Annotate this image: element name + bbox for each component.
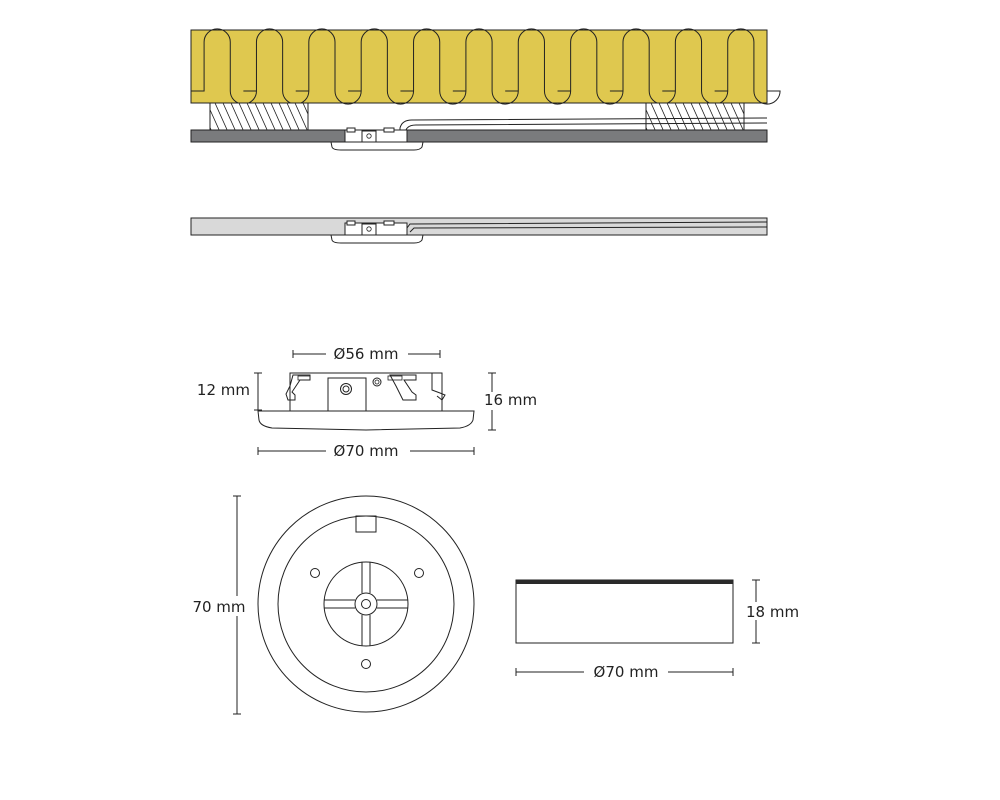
hatch-line bbox=[210, 108, 220, 130]
hatch-line bbox=[738, 103, 744, 116]
hatch-line bbox=[302, 103, 308, 116]
hatch-line bbox=[646, 126, 648, 130]
ceiling-panel bbox=[190, 217, 768, 236]
hatch-line bbox=[319, 103, 331, 130]
hatch-line bbox=[327, 103, 339, 130]
hatch-line bbox=[706, 103, 720, 130]
mounting-screw bbox=[340, 383, 352, 395]
hatch-line bbox=[294, 103, 308, 130]
hatch-line bbox=[270, 103, 284, 130]
hatch-line bbox=[730, 103, 744, 130]
hatch-line bbox=[714, 103, 728, 130]
hatch-line bbox=[191, 103, 203, 130]
installed-view-panel bbox=[190, 217, 768, 244]
side-elevation: Ø56 mm 12 mm 16 mm Ø70 mm bbox=[197, 345, 537, 460]
outer-ring bbox=[257, 495, 475, 713]
hatch-line bbox=[682, 103, 696, 130]
hatch-line bbox=[278, 103, 292, 130]
top-tab bbox=[355, 515, 377, 533]
flange-profile bbox=[257, 410, 475, 431]
hatch-line bbox=[214, 103, 228, 130]
hatch-line bbox=[246, 103, 260, 130]
downlight-flange-panel bbox=[330, 234, 424, 244]
hatch-line bbox=[222, 103, 236, 130]
side-diameter-label: Ø70 mm bbox=[594, 663, 659, 681]
joist-right bbox=[619, 103, 775, 130]
hatch-line bbox=[254, 103, 268, 130]
hatch-line bbox=[238, 103, 252, 130]
bracket-diameter-label: Ø56 mm bbox=[334, 345, 399, 363]
hatch-line bbox=[210, 126, 212, 130]
fixing-hole-right bbox=[414, 568, 424, 578]
hatch-line bbox=[690, 103, 704, 130]
bracket-height-label: 12 mm bbox=[197, 381, 250, 399]
insulation-layer bbox=[190, 29, 768, 104]
downlight-bracket bbox=[344, 127, 408, 143]
front-diameter-label: 70 mm bbox=[192, 598, 245, 616]
cable bbox=[399, 117, 768, 140]
inner-ring bbox=[277, 515, 455, 693]
ceiling-board bbox=[190, 129, 768, 143]
hatch-line bbox=[311, 103, 323, 130]
joist-left bbox=[183, 103, 339, 130]
fixing-hole-left bbox=[310, 568, 320, 578]
side-box-view: 18 mm Ø70 mm bbox=[515, 579, 799, 681]
hatch-line bbox=[650, 103, 664, 130]
downlight-flange bbox=[330, 141, 424, 151]
hatch-line bbox=[646, 108, 656, 130]
spring-clip-right bbox=[389, 374, 417, 401]
hatch-line bbox=[763, 103, 775, 130]
hatch-line bbox=[698, 103, 712, 130]
hatch-line bbox=[722, 103, 736, 130]
hatch-line bbox=[627, 103, 639, 130]
downlight-bracket-panel bbox=[344, 220, 408, 236]
total-height-label: 16 mm bbox=[484, 391, 537, 409]
hatch-line bbox=[619, 103, 631, 130]
hatch-line bbox=[658, 103, 672, 130]
front-view: 70 mm bbox=[192, 495, 475, 715]
housing-top-band bbox=[516, 580, 733, 584]
hatch-line bbox=[286, 103, 300, 130]
hatch-line bbox=[747, 103, 759, 130]
installed-view-insulated bbox=[183, 28, 781, 151]
side-height-label: 18 mm bbox=[746, 603, 799, 621]
hatch-line bbox=[262, 103, 276, 130]
fixing-hole-bottom bbox=[361, 659, 371, 669]
flange-diameter-label: Ø70 mm bbox=[334, 442, 399, 460]
central-hub bbox=[323, 561, 409, 647]
hatch-line bbox=[666, 103, 680, 130]
hatch-line bbox=[674, 103, 688, 130]
hatch-line bbox=[183, 103, 195, 130]
housing-body bbox=[515, 579, 734, 644]
hatch-line bbox=[230, 103, 244, 130]
hatch-line bbox=[755, 103, 767, 130]
